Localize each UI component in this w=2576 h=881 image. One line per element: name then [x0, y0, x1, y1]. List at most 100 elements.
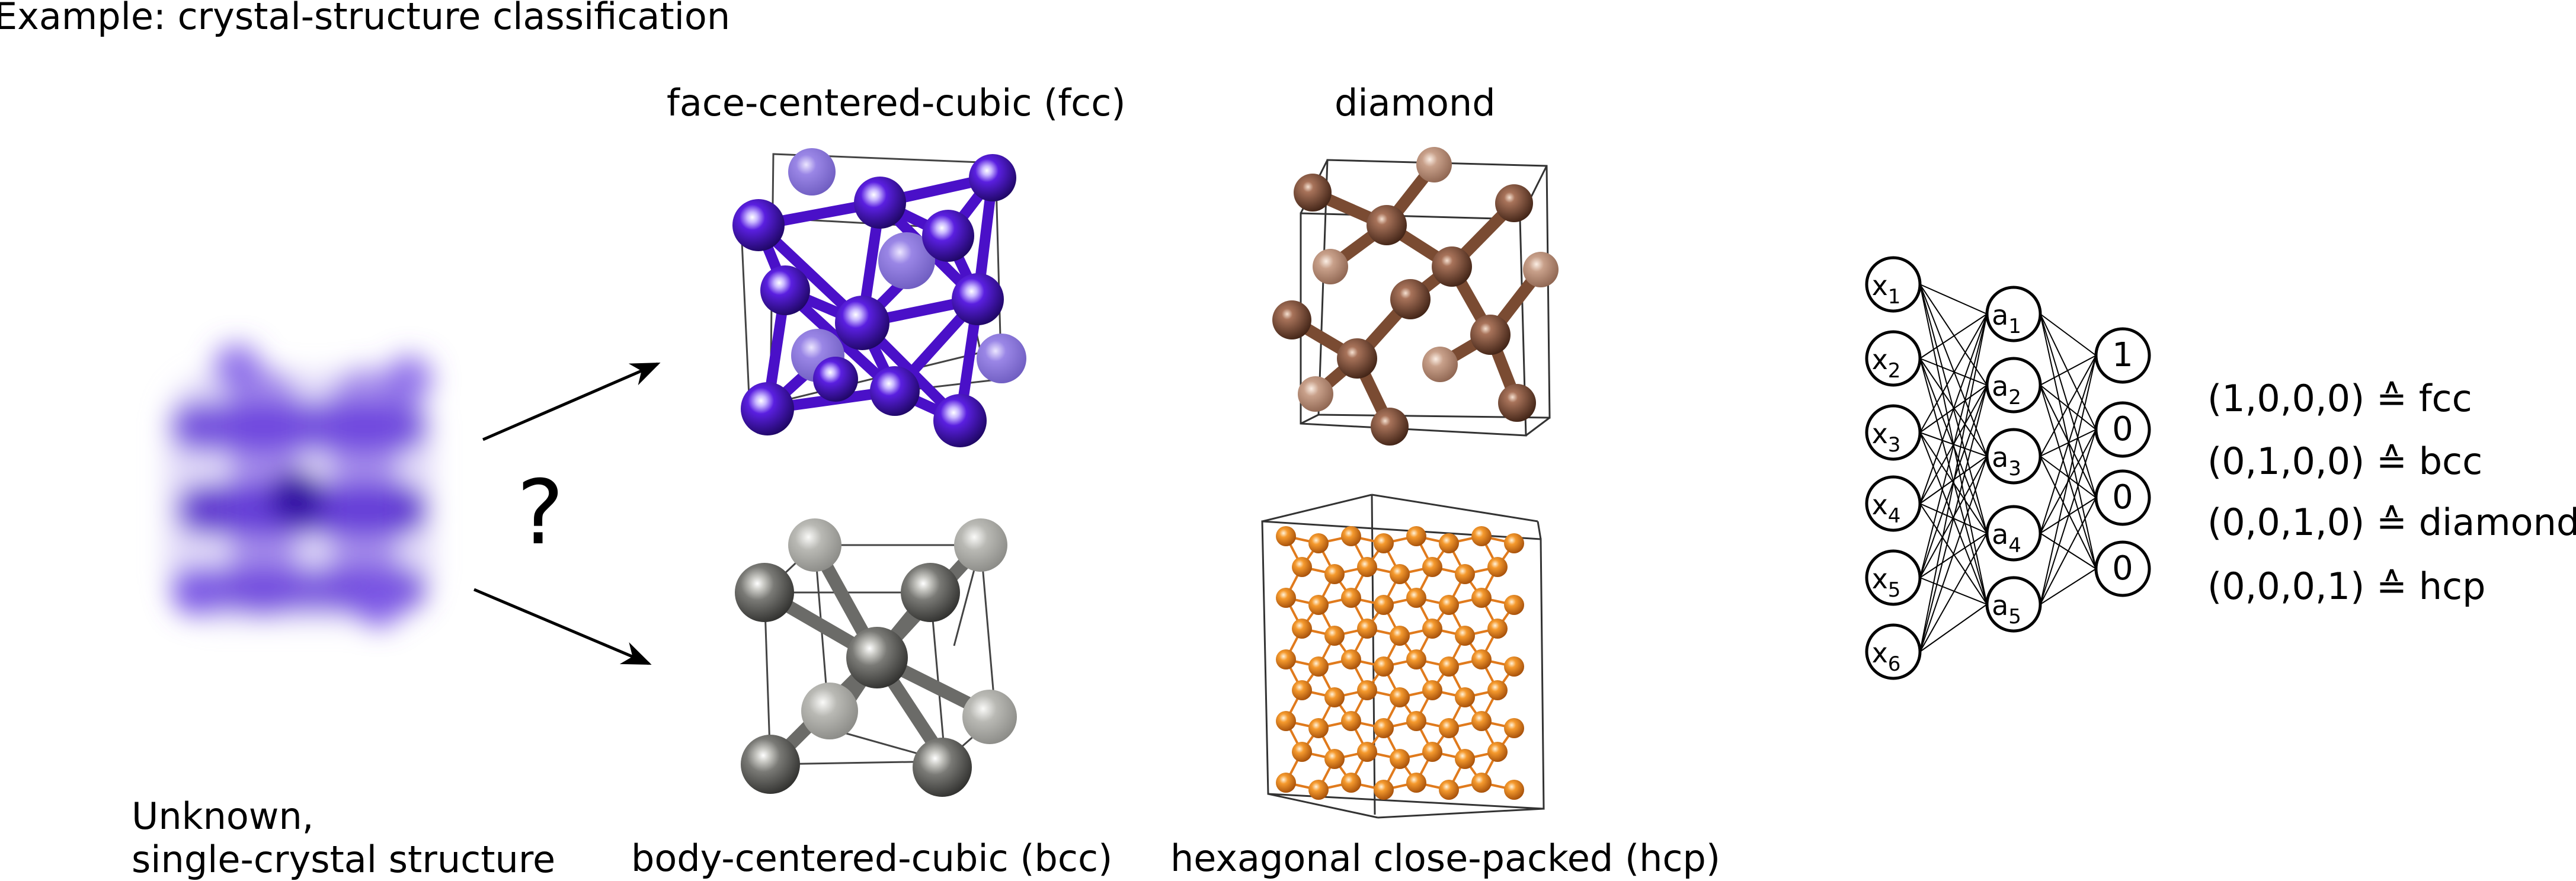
output-node: 1 [2094, 327, 2151, 384]
hcp-atom [1487, 619, 1508, 639]
network-connection [2040, 497, 2097, 605]
hcp-atom [1341, 588, 1361, 608]
input-node-subscript: 1 [1888, 285, 1901, 309]
network-connection [2040, 355, 2097, 457]
hidden-node: a1 [1985, 286, 2042, 342]
unknown-structure-image [166, 344, 433, 628]
network-connection [1919, 313, 1988, 652]
network-connection [2040, 456, 2097, 569]
bcc-label: body-centered-cubic (bcc) [631, 837, 1113, 880]
hcp-atom [1324, 687, 1345, 707]
hcp-atom [1341, 773, 1361, 793]
hcp-atom [1390, 626, 1410, 646]
network-connection [2040, 385, 2097, 498]
hidden-node-subscript: 5 [2008, 605, 2021, 629]
network-connection [1919, 533, 1988, 652]
hcp-atom [1374, 533, 1394, 553]
hcp-atom [1374, 656, 1394, 677]
corresponds-symbol: ≙ [2376, 501, 2407, 544]
encoding-class-bcc: bcc [2418, 440, 2483, 483]
encoding-vector-diamond: (0,0,1,0) [2207, 501, 2365, 544]
network-connection [2040, 429, 2097, 605]
hcp-atom [1292, 619, 1312, 639]
network-connection [1919, 385, 1988, 652]
output-node-label: 0 [2112, 549, 2133, 588]
hcp-atom [1504, 780, 1524, 800]
network-connection [2040, 355, 2097, 605]
network-connection [2040, 313, 2097, 356]
hcp-atom [1308, 533, 1329, 553]
input-node-subscript: 4 [1888, 504, 1901, 528]
encoding-vector-hcp: (0,0,0,1) [2207, 565, 2365, 608]
hcp-atom [1374, 780, 1394, 800]
hcp-atom [1374, 718, 1394, 738]
encoding-vector-bcc: (0,1,0,0) [2207, 440, 2365, 483]
corresponds-symbol: ≙ [2376, 565, 2407, 608]
hcp-atom [1422, 680, 1442, 700]
input-node: x4 [1865, 475, 1922, 532]
hcp-atom [1276, 773, 1296, 793]
input-node: x3 [1865, 404, 1922, 461]
diamond-structure-image [1272, 147, 1559, 446]
hcp-atom [1390, 564, 1410, 584]
hcp-atom [1487, 557, 1508, 577]
hidden-node-subscript: 3 [2008, 457, 2021, 480]
network-connection [1919, 604, 1988, 652]
hcp-atom [1471, 588, 1492, 608]
hcp-atom [1292, 557, 1312, 577]
hcp-atom [1439, 780, 1459, 800]
hcp-atom [1422, 557, 1442, 577]
hcp-atom [1439, 595, 1459, 615]
page-title: Example: crystal-structure classificatio… [0, 0, 731, 38]
input-node-subscript: 5 [1888, 578, 1901, 602]
hcp-atom [1406, 649, 1426, 669]
hcp-structure-image [1261, 494, 1545, 819]
hidden-node: a2 [1985, 357, 2042, 414]
hcp-atom [1292, 680, 1312, 700]
hcp-atom [1341, 711, 1361, 731]
input-node-subscript: 6 [1888, 652, 1901, 676]
hcp-atom [1455, 687, 1475, 707]
network-connection [2040, 385, 2097, 430]
hcp-atom [1357, 619, 1377, 639]
encoding-class-fcc: fcc [2418, 377, 2472, 420]
hcp-atom [1341, 526, 1361, 546]
network-connection [1919, 456, 1988, 652]
hidden-node-subscript: 2 [2008, 386, 2021, 409]
hcp-atom [1390, 749, 1410, 769]
hcp-atom [1504, 718, 1524, 738]
input-node: x5 [1865, 549, 1922, 606]
arrow-to-fcc [482, 362, 661, 441]
fcc-structure-image [732, 148, 1026, 447]
hcp-atom [1308, 780, 1329, 800]
hcp-atom [1504, 595, 1524, 615]
hcp-atom [1455, 564, 1475, 584]
hcp-atom [1324, 749, 1345, 769]
hcp-atom [1455, 626, 1475, 646]
output-node: 0 [2094, 401, 2151, 458]
output-node: 0 [2094, 469, 2151, 526]
hcp-atom [1276, 649, 1296, 669]
hcp-atom [1341, 649, 1361, 669]
hcp-atom [1390, 687, 1410, 707]
hcp-atom [1308, 718, 1329, 738]
output-node-label: 1 [2112, 336, 2133, 374]
encoding-row-hcp: (0,0,0,1) ≙ hcp [2207, 565, 2485, 607]
input-node: x6 [1865, 623, 1922, 680]
unknown-label-line2: single-crystal structure [132, 838, 556, 881]
hidden-node: a4 [1985, 505, 2042, 562]
hcp-atom [1324, 564, 1345, 584]
encoding-row-diamond: (0,0,1,0) ≙ diamond [2207, 501, 2576, 543]
hcp-atom [1439, 718, 1459, 738]
network-connection [1919, 313, 1988, 359]
corresponds-symbol: ≙ [2376, 440, 2407, 483]
hcp-atom [1406, 588, 1426, 608]
hcp-label: hexagonal close-packed (hcp) [1170, 837, 1721, 880]
hcp-atom [1357, 557, 1377, 577]
hcp-atom [1357, 680, 1377, 700]
network-connection [2040, 568, 2097, 605]
network-connection [2040, 355, 2097, 386]
input-node-subscript: 3 [1888, 433, 1901, 457]
network-connection [1919, 313, 1988, 504]
